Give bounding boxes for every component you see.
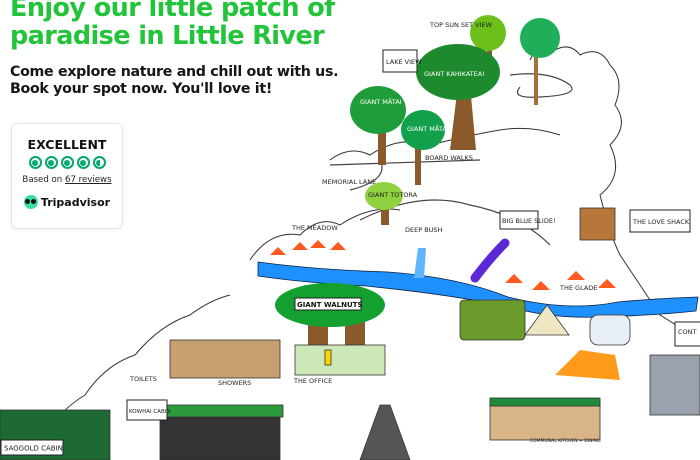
tripadvisor-review-widget[interactable]: EXCELLENT Based on 67 reviews Tripadviso… — [11, 123, 123, 229]
subheadline-line-1: Come explore nature and chill out with u… — [10, 64, 339, 80]
label-office: THE OFFICE — [293, 377, 332, 385]
label-totora: GIANT TOTORA — [368, 191, 418, 199]
label-kahikatea: GIANT KAHIKATEA! — [424, 70, 485, 78]
tents — [270, 240, 620, 380]
rating-bubble-full-icon — [28, 156, 42, 169]
rating-bubble-half-icon — [92, 156, 106, 169]
rating-bubble-full-icon — [60, 156, 74, 169]
label-boardwalks: BOARD WALKS — [425, 154, 473, 162]
tripadvisor-owl-icon — [23, 195, 38, 209]
tripadvisor-logo[interactable]: Tripadvisor — [12, 195, 122, 209]
headline-line-1: Enjoy our little patch of — [10, 0, 335, 23]
label-lake-view: LAKE VIEW — [386, 58, 422, 66]
based-on-label: Based on — [22, 175, 63, 185]
label-glade: THE GLADE — [559, 284, 597, 292]
label-walnuts: GIANT WALNUTS — [297, 301, 362, 309]
page-subheadline: Come explore nature and chill out with u… — [10, 64, 339, 98]
label-saggold: SAGGOLD CABIN — [4, 445, 63, 453]
label-love-shack: THE LOVE SHACK — [632, 218, 690, 226]
label-kitchen: COMMUNAL KITCHEN + DINING — [530, 438, 601, 444]
rating-bubbles — [12, 156, 122, 169]
subheadline-line-2: Book your spot now. You'll love it! — [10, 81, 273, 97]
based-on-text: Based on 67 reviews — [12, 175, 122, 185]
rating-label: EXCELLENT — [27, 137, 107, 152]
page-headline: Enjoy our little patch of paradise in Li… — [10, 0, 335, 50]
label-slide: BIG BLUE SLIDE! — [502, 217, 556, 225]
buildings — [0, 207, 700, 460]
reviews-link[interactable]: 67 reviews — [64, 175, 112, 185]
waterfall — [414, 248, 426, 278]
label-meadow: THE MEADOW — [291, 224, 338, 232]
rating-bubble-full-icon — [76, 156, 90, 169]
label-deep-bush: DEEP BUSH — [405, 226, 443, 234]
label-matai-2: GIANT MĀTAI — [407, 124, 449, 133]
label-matai-1: GIANT MĀTAI — [360, 97, 402, 106]
headline-line-2: paradise in Little River — [10, 21, 325, 51]
tripadvisor-brand: Tripadvisor — [40, 195, 111, 209]
bush-outline — [9, 46, 700, 441]
label-top-sunset: TOP SUN SET VIEW — [429, 21, 493, 29]
label-toilets: TOILETS — [129, 375, 157, 383]
label-memorial-lane: MEMORIAL LANE — [322, 178, 376, 186]
label-cont: CONT — [678, 328, 697, 336]
rating-bubble-full-icon — [44, 156, 58, 169]
label-showers: SHOWERS — [218, 379, 251, 387]
big-blue-slide — [470, 238, 510, 283]
label-kowhai: KOWHAI CABIN — [129, 409, 170, 415]
